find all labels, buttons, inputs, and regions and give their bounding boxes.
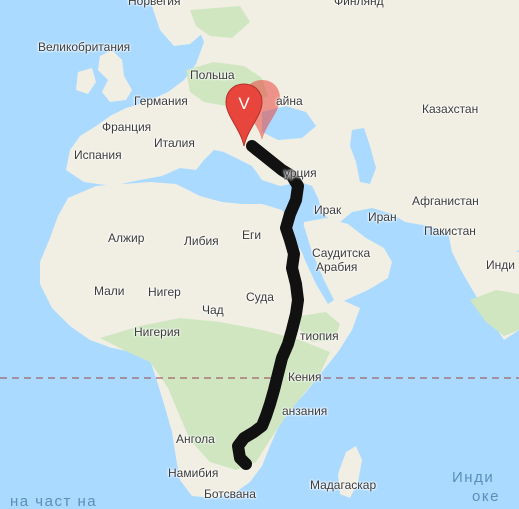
marker-letter: V [238,94,250,113]
route-path [232,140,304,470]
label-indian-ocean-1: Инди [452,469,495,486]
label-norway: Норвегия [128,0,181,8]
label-madagascar: Мадагаскар [310,478,377,492]
label-ukraine: айна [276,94,303,108]
label-egypt: Еги [242,228,262,242]
label-iraq: Ирак [314,203,342,217]
label-finland: Финлянд [334,0,384,8]
label-france: Франция [102,120,152,134]
madagascar-island [338,446,362,498]
label-algeria: Алжир [108,231,145,245]
label-angola: Ангола [176,432,215,446]
map-pin-icon [225,83,263,147]
label-poland: Польша [190,68,235,82]
label-nigeria: Нигерия [134,325,181,339]
label-spain: Испания [74,148,122,162]
label-saudi-arabia-1: Саудитска [312,246,371,260]
label-pakistan: Пакистан [424,224,476,238]
label-indian-ocean-2: оке [472,488,500,505]
label-chad: Чад [202,303,224,317]
label-kenya: Кения [288,370,322,384]
label-kazakhstan: Казахстан [422,102,479,116]
central-africa-forest [100,318,330,470]
ireland-island [76,68,96,94]
persian-gulf [358,220,392,244]
label-mali: Мали [94,284,125,298]
route-marker-pin-main[interactable]: V [225,83,263,147]
red-sea [296,226,334,304]
label-ethiopia: тиопия [300,329,339,343]
great-britain-island [98,50,132,102]
label-namibia: Намибия [168,466,219,480]
caspian-sea [350,128,376,184]
label-atlantic-part: на част на [10,493,98,509]
label-turkey: урция [284,166,317,180]
ethiopia-highlands [300,312,340,342]
label-sudan: Суда [246,290,274,304]
label-saudi-arabia-2: Арабия [316,260,358,274]
label-botswana: Ботсвана [204,487,256,501]
label-uk: Великобритания [38,40,131,54]
label-niger: Нигер [148,285,181,299]
label-iran: Иран [368,210,397,224]
scandinavia-forest [190,6,250,38]
label-afghanistan: Афганистан [412,194,479,208]
label-italy: Италия [154,136,195,150]
label-india: Инди [486,258,515,272]
label-tanzania: анзания [282,404,328,418]
label-germany: Германия [134,94,188,108]
black-sea [262,106,316,140]
label-libya: Либия [184,234,219,248]
india-forest [470,290,519,336]
